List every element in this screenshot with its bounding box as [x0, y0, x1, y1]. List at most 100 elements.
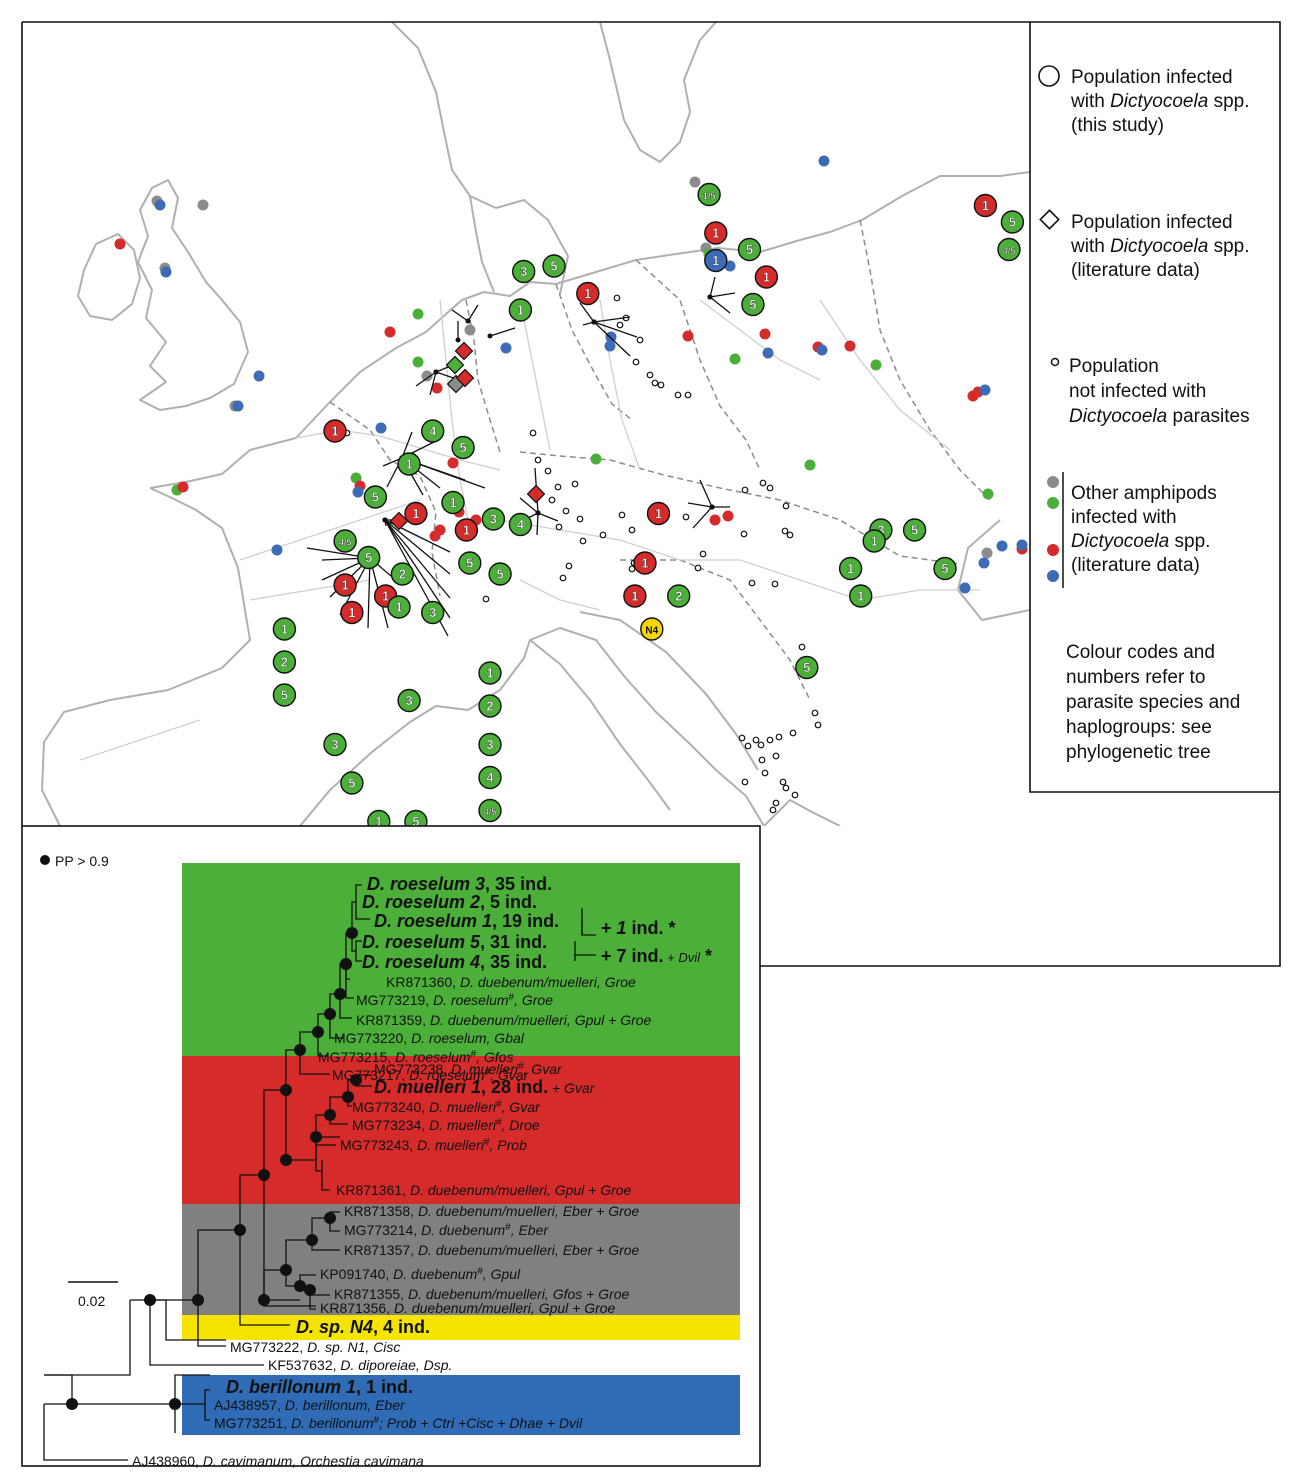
- map-junction-14: [382, 517, 388, 523]
- svg-text:5: 5: [466, 556, 473, 571]
- svg-text:5: 5: [803, 660, 810, 675]
- map-marker-green-11: 5: [1000, 210, 1025, 234]
- seq-mg773243: MG773243, D. muelleri#, Prob: [340, 1137, 527, 1154]
- map-junction-35: [591, 319, 597, 325]
- legend-not-infected-line2: not infected with: [1069, 381, 1206, 402]
- map-dot-gray-52: [981, 547, 993, 559]
- svg-text:5: 5: [1009, 215, 1016, 230]
- label-sp-n4: D. sp. N4, 4 ind.: [296, 1317, 430, 1337]
- open-diamond-icon: [1039, 209, 1060, 230]
- map-marker-red-20: 1: [454, 518, 479, 542]
- green-dot-icon: [1047, 497, 1059, 509]
- svg-text:1: 1: [486, 666, 493, 681]
- map-marker-red-5: 1: [704, 221, 728, 245]
- map-uninfected-18: [555, 523, 563, 531]
- legend-note-line4: haplogroups: see: [1066, 717, 1212, 738]
- map-uninfected-26: [565, 562, 573, 570]
- map-uninfected-16: [548, 496, 556, 504]
- label-plus-1: + 1 ind. *: [601, 918, 676, 938]
- map-dot-blue-56: [978, 557, 990, 569]
- map-uninfected-4: [657, 381, 665, 389]
- map-marker-green-32: 3: [421, 600, 445, 625]
- seq-kr871357: KR871357, D. duebenum/muelleri, Eber + G…: [344, 1242, 640, 1258]
- map-uninfected-29: [628, 565, 636, 573]
- map-uninfected-1: [616, 321, 624, 329]
- map-uninfected-47: [738, 734, 746, 742]
- map-marker-red-3: 1: [576, 281, 600, 306]
- label-roeselum-5: D. roeselum 5, 31 ind.: [362, 932, 547, 952]
- map-dot-red-13: [431, 382, 443, 394]
- map-marker-green-57: 5: [795, 655, 819, 680]
- map-dot-gray-12: [421, 370, 433, 382]
- tree-panel: PP > 0.9 0.02: [22, 826, 1280, 1469]
- map-uninfected-53: [775, 733, 783, 741]
- svg-text:5: 5: [365, 550, 372, 565]
- map-dot-red-51: [722, 510, 734, 522]
- map-marker-green-17: 5: [363, 485, 388, 509]
- map-junction-28: [465, 318, 471, 324]
- map-junction-29: [455, 337, 461, 343]
- map-diamond-red-4: [389, 511, 409, 531]
- svg-text:N4: N4: [645, 626, 658, 637]
- map-marker-red-18: 1: [404, 501, 428, 526]
- map-dot-red-10: [384, 326, 396, 338]
- map-marker-green-12: 4/5: [997, 237, 1021, 262]
- legend-panel: Population infected with Dictyocoela spp…: [1030, 22, 1280, 792]
- map-uninfected-3: [651, 379, 659, 387]
- seq-mg773214: MG773214, D. duebenum#, Eber: [344, 1222, 549, 1239]
- svg-text:3: 3: [490, 512, 497, 527]
- map-marker-green-2: 1: [508, 298, 533, 322]
- svg-text:1: 1: [712, 253, 719, 268]
- seq-aj438960: AJ438960, D. cavimanum, Orchestia cavima…: [132, 1453, 424, 1469]
- map-dot-red-50: [709, 514, 721, 526]
- seq-kr871361: KR871361, D. duebenum/muelleri, Gpul + G…: [336, 1182, 632, 1198]
- map-connector-9: [384, 519, 451, 575]
- map-uninfected-19: [576, 515, 584, 523]
- map-uninfected-9: [646, 371, 654, 379]
- svg-text:1: 1: [382, 589, 389, 604]
- legend-other-line3: Dictyocoela spp.: [1071, 531, 1210, 552]
- map-connector-38: [709, 296, 731, 314]
- scale-bar-label: 0.02: [78, 1293, 105, 1309]
- map-connector-35: [593, 321, 631, 357]
- map-marker-green-39: 1: [478, 661, 502, 685]
- map-dot-blue-57: [959, 582, 971, 594]
- map-marker-green-35: 5: [272, 683, 297, 707]
- legend-note-line2: numbers refer to: [1066, 667, 1205, 688]
- tree-pp-dots: [66, 927, 362, 1410]
- legend-this-study-line3: (this study): [1071, 115, 1164, 136]
- seq-mg773222: MG773222, D. sp. N1, Cisc: [230, 1339, 400, 1355]
- map-uninfected-14: [554, 483, 562, 491]
- map-dot-blue-19: [352, 486, 364, 498]
- svg-text:4/5: 4/5: [484, 807, 497, 817]
- label-muelleri-1: D. muelleri 1, 28 ind. + Gvar: [374, 1077, 596, 1097]
- map-dot-gray-14: [464, 324, 476, 336]
- svg-text:4: 4: [517, 517, 525, 532]
- small-open-circle-icon: [1050, 357, 1060, 367]
- svg-text:5: 5: [459, 440, 466, 455]
- svg-text:5: 5: [746, 242, 753, 257]
- svg-text:5: 5: [911, 523, 918, 538]
- map-marker-green-37: 5: [340, 771, 364, 795]
- map-dot-red-28: [429, 530, 441, 542]
- map-uninfected-51: [766, 736, 774, 744]
- map-connector-44: [699, 479, 713, 508]
- map-uninfected-41: [771, 580, 779, 588]
- svg-text:1: 1: [712, 226, 719, 241]
- label-roeselum-2: D. roeselum 2, 5 ind.: [362, 892, 537, 912]
- map-marker-green-51: 1: [838, 556, 863, 581]
- map-connector-42: [537, 512, 559, 522]
- seq-mg773240: MG773240, D. muelleri#, Gvar: [352, 1099, 541, 1116]
- map-junction-26: [433, 369, 439, 375]
- map-marker-green-21: 3: [481, 507, 506, 531]
- map-marker-green-54: 1: [862, 529, 886, 553]
- svg-text:5: 5: [281, 688, 288, 703]
- svg-text:3: 3: [331, 737, 338, 752]
- seq-mg773251: MG773251, D. berillonum#; Prob + Ctri +C…: [214, 1415, 583, 1432]
- map-dot-red-21: [177, 481, 189, 493]
- map-connector-5: [367, 557, 371, 629]
- svg-text:1: 1: [449, 495, 456, 510]
- svg-text:1: 1: [847, 561, 854, 576]
- clade-berillonum-box: [182, 1375, 740, 1435]
